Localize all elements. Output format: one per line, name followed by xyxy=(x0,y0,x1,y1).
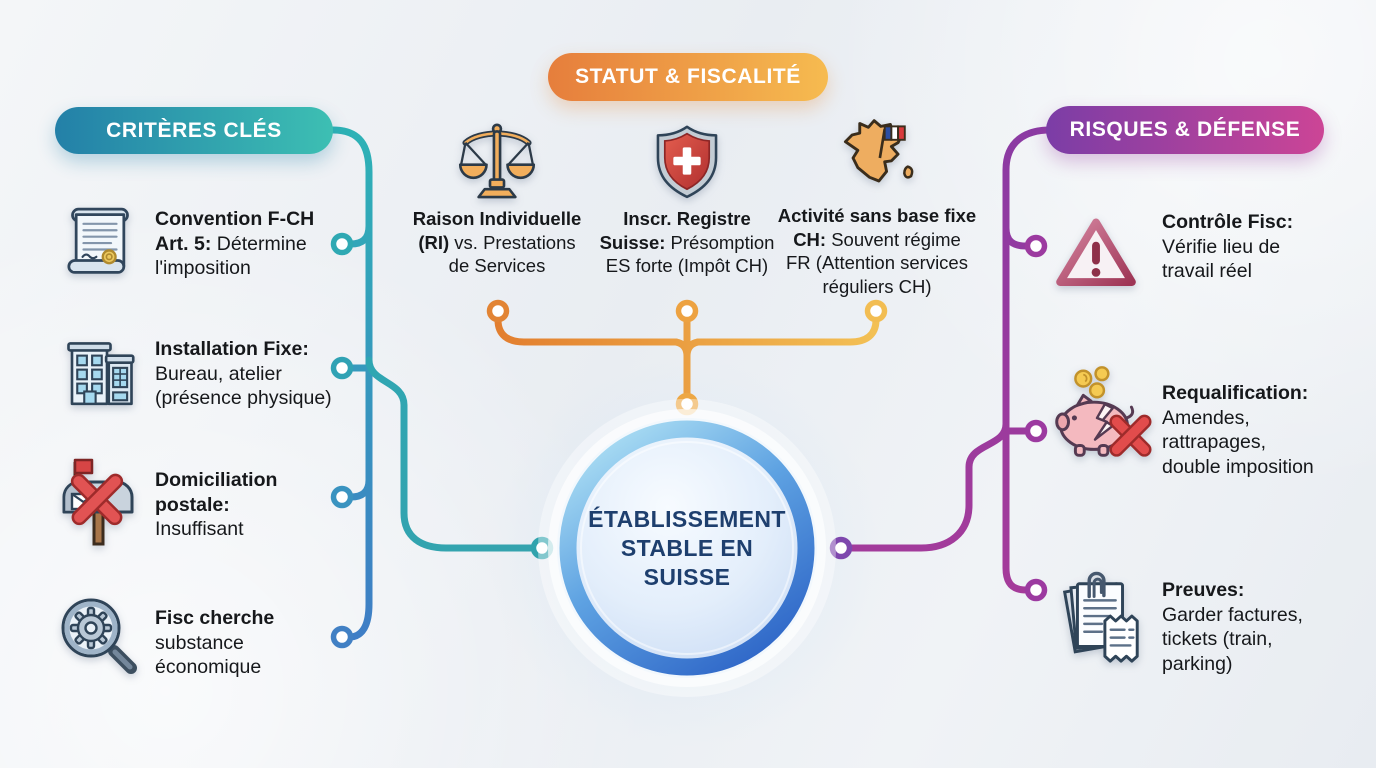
office-building-icon xyxy=(67,342,135,406)
item-line: double imposition xyxy=(1162,455,1314,478)
item-line: Art. 5: Détermine xyxy=(155,232,307,255)
left-item-convention-text: Convention F-CH Art. 5: Détermine l'impo… xyxy=(155,207,340,281)
item-line: Fisc cherche xyxy=(155,607,275,629)
item-line: FR (Attention services xyxy=(786,252,968,273)
item-line: Bureau, atelier xyxy=(155,362,282,385)
top-item-activite-france xyxy=(830,112,924,209)
item-line: (RI) vs. Prestations xyxy=(418,231,576,253)
item-line: postale: xyxy=(155,493,230,516)
magnifier-gear-icon xyxy=(61,598,137,674)
broken-piggy-bank-icon xyxy=(1055,366,1152,457)
top-item-registre-suisse xyxy=(645,120,729,207)
item-line: Domiciliation xyxy=(155,469,278,491)
item-line: Requalification: xyxy=(1162,382,1309,404)
item-line: Insuffisant xyxy=(155,518,244,540)
contract-scroll-icon xyxy=(67,207,129,274)
swiss-shield-icon xyxy=(656,125,718,199)
item-line: l'imposition xyxy=(155,257,251,279)
left-item-convention xyxy=(56,200,144,293)
item-line: rattrapages, xyxy=(1162,431,1267,453)
header-risques-defense: RISQUES & DÉFENSE xyxy=(1046,106,1324,154)
top-item-raison-individuelle xyxy=(452,120,542,209)
item-line: Suisse: Présomption xyxy=(599,231,775,253)
item-line: tickets (train, xyxy=(1162,628,1273,650)
right-item-requalification-text: Requalification: Amendes, rattrapages, d… xyxy=(1162,381,1367,479)
item-line: économique xyxy=(155,656,262,678)
item-line: Garder factures, xyxy=(1162,603,1303,626)
item-line: Raison Individuelle xyxy=(412,208,582,229)
left-item-substance xyxy=(50,590,148,691)
left-item-domiciliation xyxy=(48,452,148,557)
item-line: Amendes, xyxy=(1162,406,1250,429)
item-line: Activité sans base fixe xyxy=(777,205,977,226)
top-item-raison-text: Raison Individuelle (RI) vs. Prestations… xyxy=(402,207,592,278)
right-item-preuves-text: Preuves: Garder factures, tickets (train… xyxy=(1162,578,1357,676)
item-line: Contrôle Fisc: xyxy=(1162,211,1294,233)
right-item-requalification xyxy=(1040,364,1158,469)
center-title-line: ÉTABLISSEMENT xyxy=(588,505,786,532)
header-statut-fiscalite: STATUT & FISCALITÉ xyxy=(548,53,828,101)
item-line: ES forte (Impôt CH) xyxy=(605,255,769,276)
item-line: Preuves: xyxy=(1162,579,1245,601)
item-line: Convention F-CH xyxy=(155,208,315,230)
left-item-substance-text: Fisc cherche substance économique xyxy=(155,606,340,680)
justice-scales-icon xyxy=(458,123,536,199)
mailbox-crossed-icon xyxy=(62,458,134,546)
center-title-line: SUISSE xyxy=(643,563,731,590)
right-item-controle xyxy=(1052,212,1140,301)
left-item-installation-text: Installation Fixe: Bureau, atelier (prés… xyxy=(155,337,345,411)
item-line: réguliers CH) xyxy=(822,275,932,297)
item-line: de Services xyxy=(448,255,546,276)
warning-triangle-icon xyxy=(1056,218,1136,286)
header-criteres-cles: CRITÈRES CLÉS xyxy=(55,107,333,154)
item-line: CH: Souvent régime xyxy=(793,228,961,250)
center-circle xyxy=(538,399,836,697)
top-item-activite-text: Activité sans base fixe CH: Souvent régi… xyxy=(770,204,984,298)
item-line: Installation Fixe: xyxy=(155,338,309,360)
right-item-preuves xyxy=(1048,570,1150,673)
item-line: (présence physique) xyxy=(155,387,332,409)
item-line: substance xyxy=(155,631,244,654)
center-node-etablissement-stable: ÉTABLISSEMENT STABLE EN SUISSE xyxy=(537,398,837,698)
connector-nodes xyxy=(330,232,1048,649)
item-line: Inscr. Registre xyxy=(623,208,751,229)
right-item-controle-text: Contrôle Fisc: Vérifie lieu de travail r… xyxy=(1162,210,1357,284)
center-title: ÉTABLISSEMENT STABLE EN SUISSE xyxy=(537,398,837,698)
center-title-line: STABLE EN xyxy=(620,534,754,561)
item-line: Vérifie lieu de xyxy=(1162,235,1281,258)
item-line: parking) xyxy=(1162,652,1233,675)
top-item-registre-text: Inscr. Registre Suisse: Présomption ES f… xyxy=(587,207,787,278)
france-map-icon xyxy=(843,119,914,183)
receipts-icon xyxy=(1062,571,1139,663)
item-line: travail réel xyxy=(1162,260,1252,282)
left-item-domiciliation-text: Domiciliation postale: Insuffisant xyxy=(155,468,340,542)
left-item-installation xyxy=(58,330,142,423)
